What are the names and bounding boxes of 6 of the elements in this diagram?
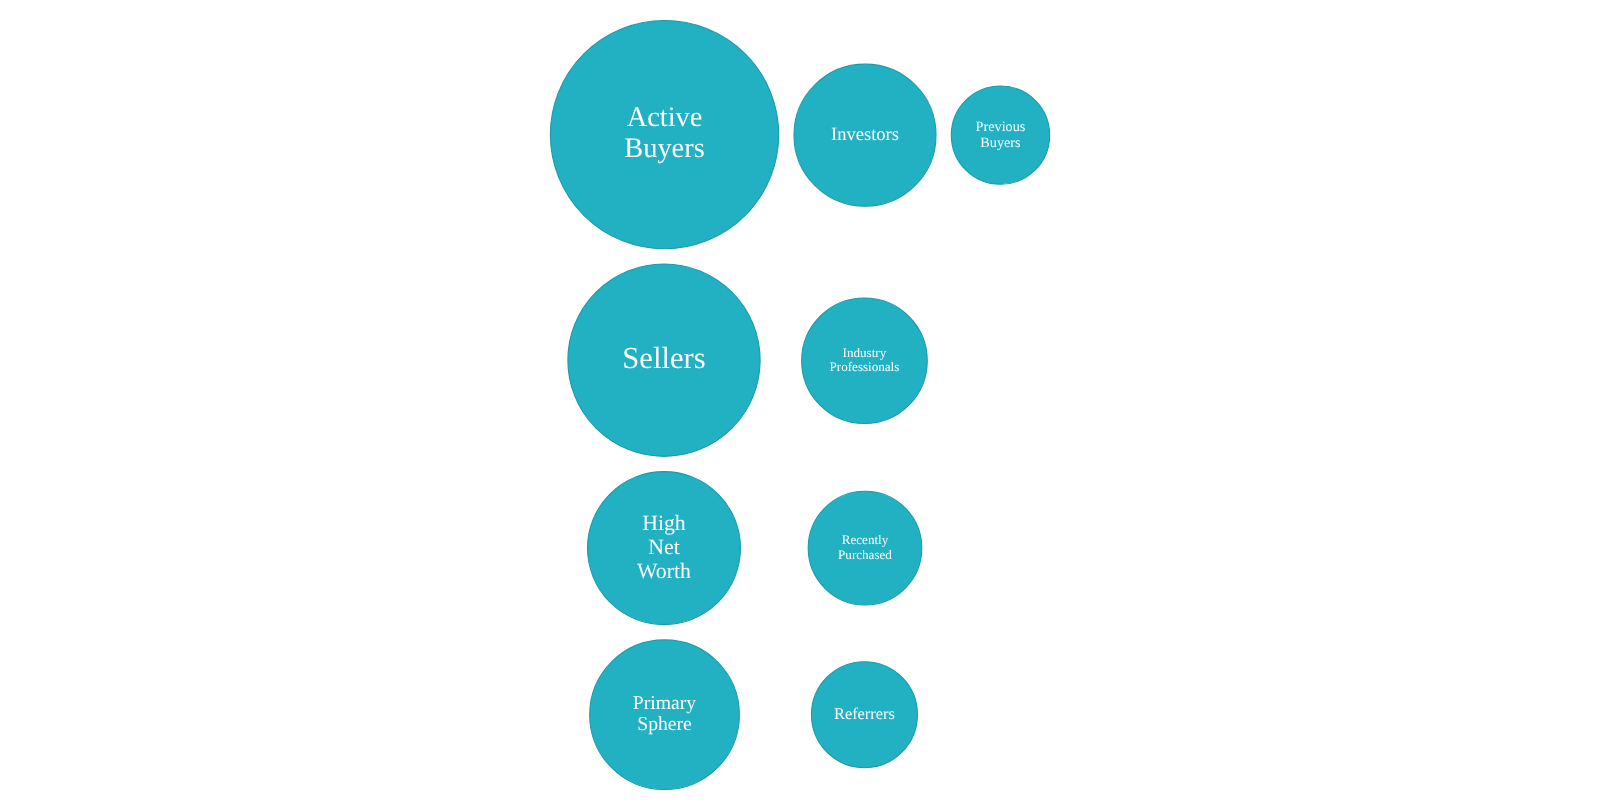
- node-circle: Primary Sphere: [589, 639, 740, 791]
- node-circle: Referrers: [810, 661, 918, 769]
- node-circle: Active Buyers: [549, 19, 780, 250]
- node-circle: Investors: [793, 63, 937, 207]
- node-circle: High Net Worth: [586, 471, 741, 626]
- node-circle: Sellers: [567, 263, 761, 457]
